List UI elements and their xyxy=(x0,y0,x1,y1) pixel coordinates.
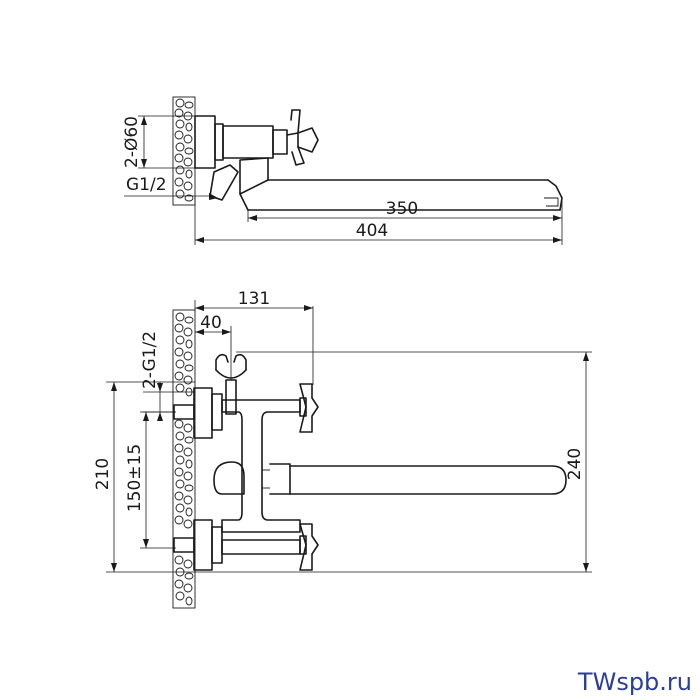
front-wall xyxy=(172,309,196,609)
side-thread-label: G1/2 xyxy=(126,175,167,195)
side-faucet-body xyxy=(194,109,563,211)
side-wall xyxy=(172,96,196,206)
side-view: 2-Ø60 G1/2 350 404 xyxy=(122,96,563,245)
watermark: TWspb.ru xyxy=(577,668,692,696)
front-centers-label: 150±15 xyxy=(125,444,145,512)
side-diameter-label: 2-Ø60 xyxy=(122,116,142,168)
front-faucet-body xyxy=(173,353,567,571)
front-holder-offset-label: 131 xyxy=(238,289,270,309)
side-spout-length-label: 350 xyxy=(386,199,418,219)
front-handle-offset-label: 40 xyxy=(200,313,222,333)
front-dimensions: 131 40 2-G1/2 210 xyxy=(93,289,592,573)
front-view: 131 40 2-G1/2 210 xyxy=(93,289,592,609)
side-total-length-label: 404 xyxy=(356,221,388,241)
front-inlet-height-label: 210 xyxy=(93,458,113,490)
front-spout-height-label: 240 xyxy=(565,448,585,480)
side-dimensions: 2-Ø60 G1/2 350 404 xyxy=(122,115,563,245)
front-thread-label: 2-G1/2 xyxy=(140,331,160,389)
